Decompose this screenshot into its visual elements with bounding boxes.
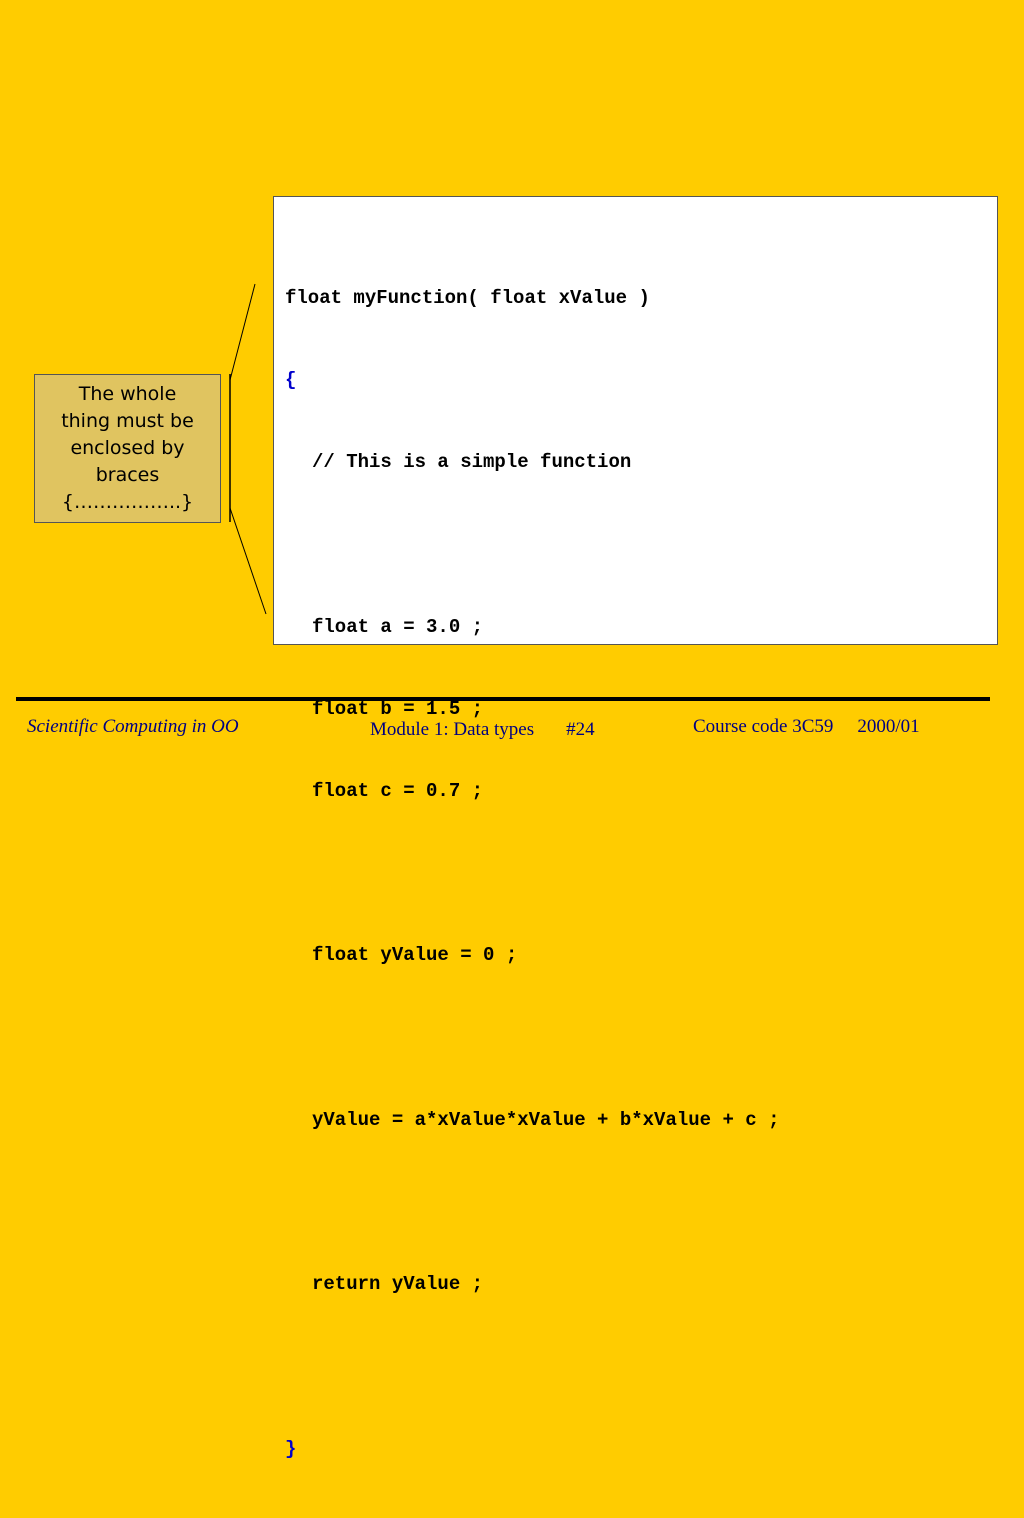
code-line-calculation: yValue = a*xValue*xValue + b*xValue + c …	[312, 1108, 780, 1131]
code-blank-line	[285, 1189, 779, 1216]
code-signature-line: float myFunction( float xValue )	[285, 286, 650, 309]
code-close-brace: }	[285, 1437, 297, 1460]
code-listing: float myFunction( float xValue ) { // Th…	[285, 230, 779, 1518]
code-blank-line	[285, 860, 779, 887]
footer-course-code: Course code 3C59	[693, 716, 834, 737]
footer-module-label: Module 1: Data types	[370, 719, 535, 740]
callout-text-line: enclosed by	[70, 437, 185, 459]
code-line-yvalue-decl: float yValue = 0 ;	[312, 944, 518, 967]
footer-course-info: Course code 3C59 2000/01	[693, 716, 920, 738]
callout-connector-lower-line	[229, 507, 267, 615]
code-box: float myFunction( float xValue ) { // Th…	[273, 196, 998, 1460]
footer-slide-number: #24	[566, 719, 595, 740]
code-line-return: return yValue ;	[312, 1273, 484, 1296]
footer-year: 2000/01	[857, 716, 920, 737]
callout-note: The whole thing must be enclosed by brac…	[34, 374, 221, 523]
callout-connector-upper-line	[229, 283, 256, 381]
code-comment-line: // This is a simple function	[312, 451, 632, 474]
callout-text-line: The whole	[78, 383, 177, 405]
code-blank-line	[285, 1025, 779, 1052]
code-open-brace: {	[285, 369, 297, 392]
code-line-a: float a = 3.0 ;	[312, 615, 484, 638]
code-line-b: float b = 1.5 ;	[312, 697, 484, 720]
callout-text-line: thing must be	[61, 410, 194, 432]
code-blank-line	[285, 1353, 779, 1380]
callout-text-line: braces	[95, 464, 160, 486]
callout-text-line: {……………..}	[61, 491, 194, 513]
code-blank-line	[285, 531, 779, 558]
footer-divider	[16, 697, 990, 701]
footer-course-title: Scientific Computing in OO	[27, 716, 239, 737]
footer-module: Module 1: Data types #24	[370, 719, 595, 741]
code-line-c: float c = 0.7 ;	[312, 780, 484, 803]
